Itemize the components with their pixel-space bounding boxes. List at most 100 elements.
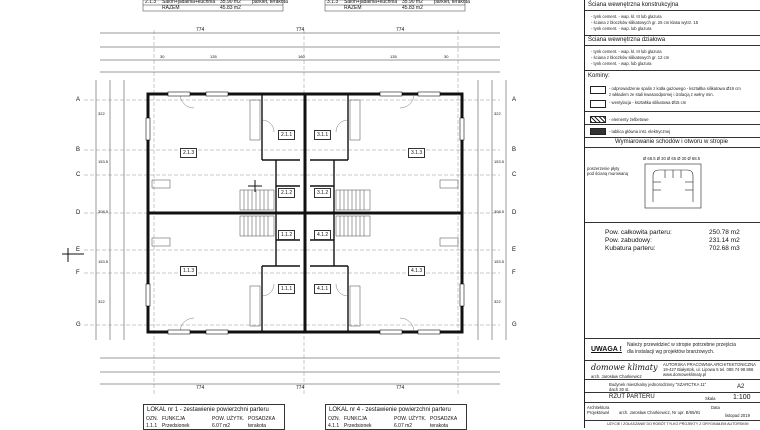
room-label: 1.1.3 (180, 266, 198, 276)
wall-structural-spec: - tynk cement. - wap. kl. III lub glazur… (591, 14, 662, 19)
electrical-panel-symbol (590, 128, 606, 135)
dim-bottom-2: 774 (296, 385, 305, 391)
axis-right-f: F (512, 270, 516, 276)
stairs-diagram (644, 163, 702, 209)
top-right-row-area: 35.90 m2 (402, 0, 423, 5)
dim-inner-1: 30 (160, 54, 165, 59)
axis-right-g: G (512, 322, 517, 328)
lokal-4-r1c1: 4.1.1 (328, 423, 340, 429)
area-total-value: 250.78 m2 (709, 229, 740, 236)
dim-inner-5: 30 (444, 54, 449, 59)
chimney-vent-symbol (590, 100, 606, 108)
top-left-row-name: Salon+jadalnia+kuchnia (162, 0, 216, 5)
office-logo: domowe klimaty (591, 363, 658, 372)
axis-left-e: E (76, 247, 81, 253)
volume-label: Kubatura parteru: (605, 245, 656, 252)
lokal-1-r1c1: 1.1.1 (146, 423, 158, 429)
axis-right-a: A (512, 97, 517, 103)
lokal-1-r1c4: terakota (248, 423, 267, 429)
lokal-4-h3: POW. UŻYTK. (394, 416, 427, 422)
room-label: 3.1.2 (314, 188, 332, 198)
dim-left-2: 153.5 (98, 159, 109, 164)
lokal-1-r1c3: 6.07 m2 (212, 423, 231, 429)
wall-structural-title: Ściana wewnętrzna konstrukcyjna (588, 2, 679, 8)
lokal-1-table: LOKAL nr 1 - zestawienie powierzchni par… (143, 404, 285, 430)
room-label: 4.1.3 (408, 266, 426, 276)
scale-label: Skala (705, 396, 716, 401)
area-total-label: Pow. całkowita parteru: (605, 229, 672, 236)
date-value: listopad 2019 (725, 413, 750, 418)
area-built-label: Pow. zabudowy: (605, 237, 652, 244)
dim-inner-4: 135 (390, 54, 397, 59)
chimneys-title: Kominy: (588, 73, 610, 79)
axis-right-b: B (512, 147, 517, 153)
dim-right-3: 308.5 (494, 209, 505, 214)
lokal-4-r1c2: Przedsionek (344, 423, 372, 429)
axis-left-d: D (76, 210, 81, 216)
lokal-4-r1c4: terakota (430, 423, 449, 429)
lokal-1-h1: OZN. (146, 416, 158, 422)
wall-structural-spec: - tynk cement. - wap. lub glazura (591, 26, 652, 31)
dim-right-4: 153.5 (494, 259, 505, 264)
axis-right-e: E (512, 247, 517, 253)
warning-label: UWAGA ! (591, 346, 622, 353)
lokal-1-title: LOKAL nr 1 - zestawienie powierzchni par… (147, 407, 269, 413)
wall-partition-spec: - tynk cement. - wap. lub glazura (591, 61, 652, 66)
room-label: 4.1.1 (314, 284, 332, 294)
lokal-1-r1c2: Przedsionek (162, 423, 190, 429)
lokal-4-h2: FUNKCJA (344, 416, 368, 422)
dim-inner-2: 135 (210, 54, 217, 59)
architect-name: arch. Jarosław Charkiewicz (591, 374, 642, 379)
top-right-row-floor: parkiet, terakota (434, 0, 470, 5)
top-left-total-area: 45.83 m2 (220, 5, 241, 11)
room-label: 1.1.1 (278, 284, 296, 294)
stairs-dims: Ø 68.5 Ø 30 Ø 65 Ø 30 Ø 68.5 (643, 156, 701, 161)
concrete-symbol (590, 116, 606, 123)
stairs-title: Wymiarowanie schodów i otworu w stropie (615, 139, 728, 145)
room-label: 1.1.2 (278, 230, 296, 240)
room-label: 3.1.1 (314, 130, 332, 140)
sheet-code: A2 (737, 384, 745, 390)
floor-plan: 2.1.3 Salon+jadalnia+kuchnia 35.90 m2 pa… (62, 0, 517, 430)
axis-left-b: B (76, 147, 81, 153)
dim-left-5: 322 (98, 299, 105, 304)
top-right-row-name: Salon+jadalnia+kuchnia (344, 0, 398, 5)
axis-right-c: C (512, 172, 517, 178)
wall-structural-spec: - ściana z bloczków silikatowych gr. 25 … (591, 20, 699, 25)
dim-left-4: 153.5 (98, 259, 109, 264)
dim-inner-3: 160 (298, 54, 305, 59)
role-architecture: Architektura (587, 405, 610, 410)
top-right-total-label: RAZEM (344, 5, 362, 11)
drawing-scale: 1:100 (733, 394, 751, 401)
stairs-note: pod ścianą murowaną (587, 171, 628, 176)
footer-note: UŻYCIE I ZGŁASZANIE DO ROBÓT TYLKO PROJE… (607, 422, 749, 426)
project-name: Budynek mieszkalny jednorodzinny "SZARCT… (609, 382, 707, 387)
chimney-spec: - wentylacja - kształtka silikatowa Ø15 … (609, 100, 687, 105)
lokal-1-h4: POSADZKA (248, 416, 276, 422)
area-built-value: 231.14 m2 (709, 237, 740, 244)
wall-partition-title: Ściana wewnętrzna działowa (588, 37, 666, 43)
office-info: www.domoweklimaty.pl (663, 372, 706, 377)
dim-left-3: 308.5 (98, 209, 109, 214)
dim-top-1: 774 (196, 27, 205, 33)
office-info: AUTORSKA PRACOWNIA ARCHITEKTONICZNA (663, 362, 756, 367)
lokal-4-r1c3: 6.07 m2 (394, 423, 413, 429)
dim-right-2: 153.5 (494, 159, 505, 164)
top-left-row-code: 2.1.3 (145, 0, 157, 5)
dim-right-1: 322 (494, 111, 501, 116)
axis-left-c: C (76, 172, 81, 178)
drawing-title: RZUT PARTERU (609, 394, 655, 400)
chimney-spec: z wkładem ze stali kwasoodpornej i izola… (609, 92, 714, 97)
room-label: 3.1.3 (408, 148, 426, 158)
axis-left-f: F (76, 270, 80, 276)
axis-left-a: A (76, 97, 81, 103)
dim-bottom-3: 774 (396, 385, 405, 391)
room-label: 2.1.2 (278, 188, 296, 198)
top-left-row-area: 35.90 m2 (220, 0, 241, 5)
top-right-row-code: 3.1.3 (327, 0, 339, 5)
warning-text: dla instalacji wg projektów branżowych. (627, 349, 715, 355)
room-label: 2.1.1 (278, 130, 296, 140)
lokal-1-h2: FUNKCJA (162, 416, 186, 422)
lokal-4-h1: OZN. (328, 416, 340, 422)
